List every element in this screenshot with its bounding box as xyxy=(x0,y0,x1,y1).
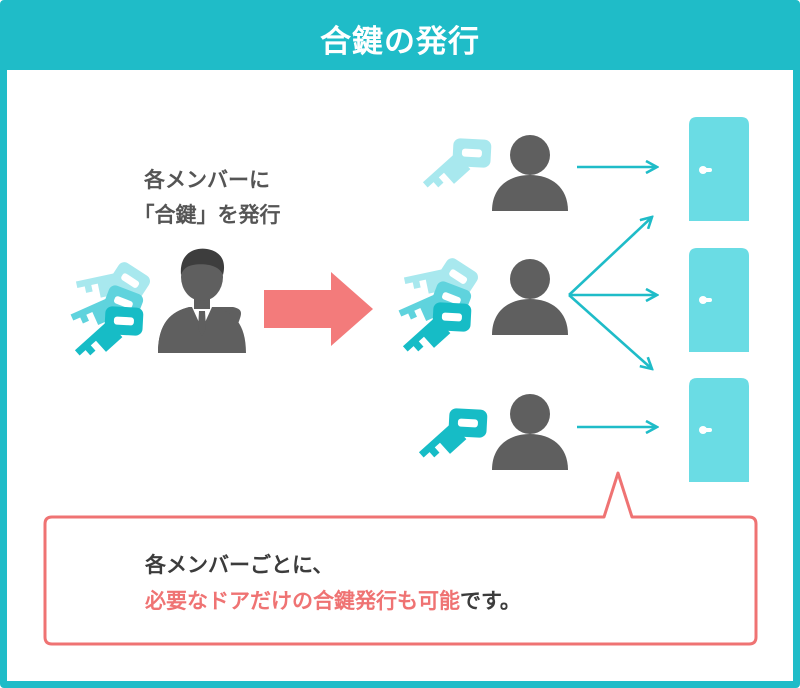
key-icon xyxy=(414,120,505,208)
person-icon xyxy=(492,394,568,470)
callout-highlight: 必要なドアだけの合鍵発行も可能 xyxy=(145,589,460,613)
door-icon xyxy=(689,378,749,482)
header-bar: 合鍵の発行 xyxy=(7,7,793,70)
header-title: 合鍵の発行 xyxy=(320,24,480,60)
callout-text: 各メンバーごとに、 必要なドアだけの合鍵発行も可能です。 xyxy=(145,547,705,619)
key-icon xyxy=(410,390,501,478)
left-caption: 各メンバーに 「合鍵」を発行 xyxy=(92,163,322,233)
businessman-icon xyxy=(158,248,246,353)
arrow-right-icon xyxy=(568,217,652,296)
door-icon xyxy=(689,117,749,221)
callout-line2: 必要なドアだけの合鍵発行も可能です。 xyxy=(145,583,705,619)
diagram-scene xyxy=(43,117,758,646)
door-icon xyxy=(689,248,749,352)
callout-line1: 各メンバーごとに、 xyxy=(145,553,334,577)
left-caption-line1: 各メンバーに xyxy=(144,168,270,192)
person-icon xyxy=(492,259,568,335)
arrow-right-icon xyxy=(264,272,373,346)
callout-line2-rest: です。 xyxy=(460,589,521,613)
arrow-right-icon xyxy=(568,294,652,369)
left-caption-line2: 「合鍵」を発行 xyxy=(133,203,281,227)
callout-box xyxy=(43,471,758,646)
person-icon xyxy=(492,135,568,211)
